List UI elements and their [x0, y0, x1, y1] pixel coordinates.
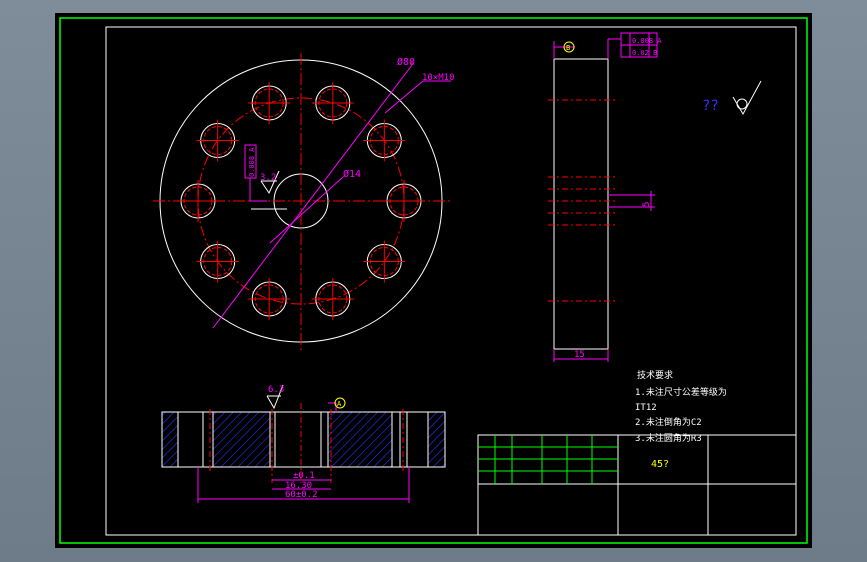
holes-leader: [384, 80, 424, 114]
drawing-border: [105, 26, 797, 536]
holes-label: 10×M10: [422, 73, 455, 83]
tech-line3: 2.未注倒角为C2: [635, 416, 702, 428]
section-roughness-label: 6.3: [268, 385, 284, 395]
datum-b-label: B: [566, 44, 570, 52]
side-body: [553, 58, 609, 350]
tech-line2: IT12: [635, 403, 657, 413]
bore-label: Ø14: [343, 168, 361, 180]
surface-finish-symbol: ??: [702, 80, 762, 116]
dim-5-label: 5: [642, 202, 652, 207]
front-tol-text: 0.008 A: [248, 147, 256, 177]
datum-a-marker: [334, 397, 346, 409]
cad-viewport[interactable]: Ø80 10×M10 Ø14 0.008 A 3.2 B: [55, 13, 812, 548]
hatch-left-mid: [212, 411, 271, 468]
front-view: Ø80 10×M10 Ø14 0.008 A 3.2: [153, 53, 455, 353]
datum-a-label: A: [337, 400, 342, 408]
section-view: 6.3 A ±0.1 16.30 60±0.2: [161, 384, 446, 503]
tech-line1: 1.未注尺寸公差等级为: [635, 386, 727, 398]
dim-16-30-label: 16.30: [285, 481, 312, 491]
hatch-left-outer: [161, 411, 179, 468]
datum-b-marker: [563, 41, 575, 53]
tol-row2: 0.02 B: [632, 49, 657, 57]
tech-title: 技术要求: [637, 369, 673, 381]
dim-15-label: 15: [574, 350, 585, 360]
dim-01-label: ±0.1: [293, 471, 315, 481]
bolt-hole-group: [177, 82, 425, 320]
front-roughness-label: 3.2: [260, 173, 276, 183]
hatch-right-outer: [427, 411, 446, 468]
dim-60-label: 60±0.2: [285, 490, 318, 500]
front-roughness-symbol: [260, 170, 280, 195]
outer-frame: [59, 17, 808, 544]
dia-outer-leader: [212, 64, 413, 329]
title-grid: [478, 435, 618, 484]
tech-notes: 技术要求 1.未注尺寸公差等级为 IT12 2.未注倒角为C2 3.未注圆角为R…: [635, 369, 727, 444]
title-angle: 45?: [651, 459, 669, 470]
bore-leader: [269, 176, 344, 244]
surface-finish-text: ??: [702, 98, 719, 114]
side-view: B 0.008 A 0.02 B 5 15: [548, 32, 662, 362]
tech-line4: 3.未注圆角为R3: [635, 432, 702, 444]
hatch-right-mid: [327, 411, 393, 468]
drawing-canvas[interactable]: Ø80 10×M10 Ø14 0.008 A 3.2 B: [55, 13, 812, 548]
dia-outer-label: Ø80: [397, 56, 415, 68]
tol-row1: 0.008 A: [632, 37, 662, 45]
title-block: 45?: [477, 434, 797, 536]
